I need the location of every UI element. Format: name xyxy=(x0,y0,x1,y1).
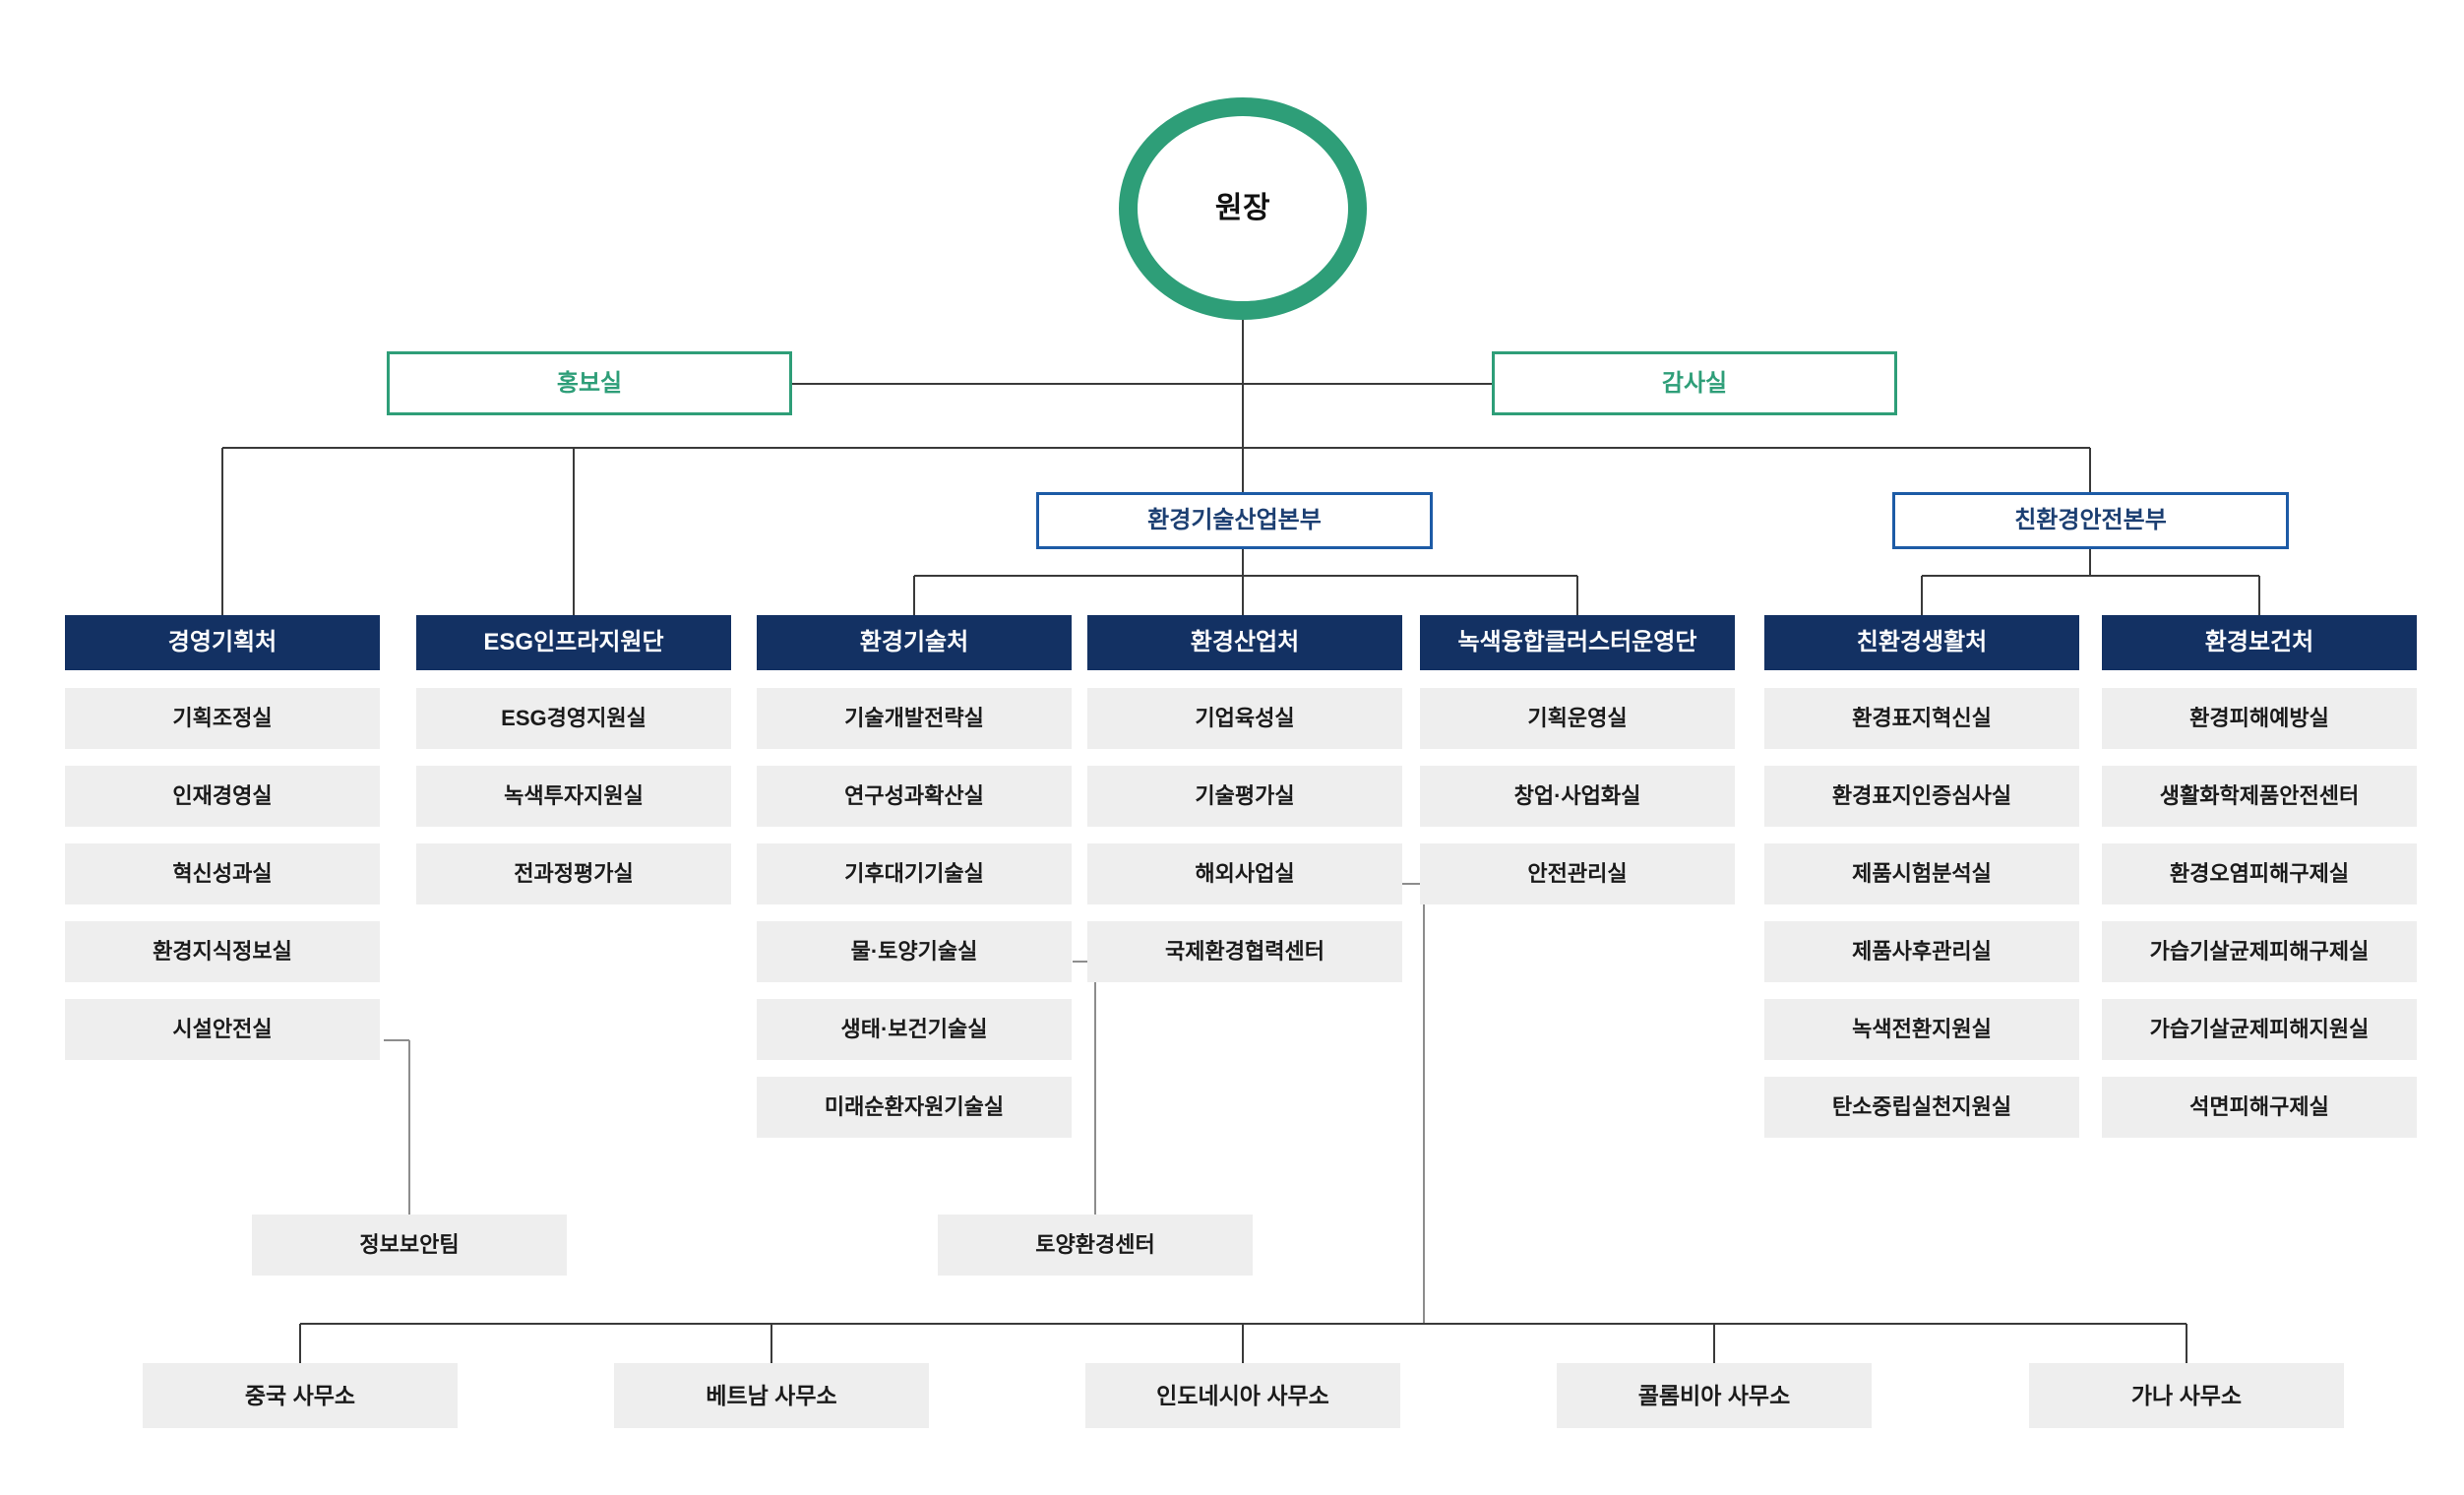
root-node-director[interactable]: 원장 xyxy=(1119,97,1367,320)
unit-item[interactable]: 연구성과확산실 xyxy=(757,766,1072,827)
unit-item[interactable]: 시설안전실 xyxy=(65,999,380,1060)
division-env-tech-industry[interactable]: 환경기술산업본부 xyxy=(1036,492,1433,549)
unit-item[interactable]: 제품사후관리실 xyxy=(1764,921,2079,982)
unit-item[interactable]: 생활화학제품안전센터 xyxy=(2102,766,2417,827)
unit-item[interactable]: 가습기살균제피해구제실 xyxy=(2102,921,2417,982)
unit-item[interactable]: 생태·보건기술실 xyxy=(757,999,1072,1060)
department-env-health[interactable]: 환경보건처 xyxy=(2102,615,2417,670)
unit-item[interactable]: 환경표지인증심사실 xyxy=(1764,766,2079,827)
unit-item[interactable]: 제품시험분석실 xyxy=(1764,843,2079,904)
department-env-technology[interactable]: 환경기술처 xyxy=(757,615,1072,670)
unit-item[interactable]: 안전관리실 xyxy=(1420,843,1735,904)
unit-item[interactable]: ESG경영지원실 xyxy=(416,688,731,749)
unit-item[interactable]: 환경오염피해구제실 xyxy=(2102,843,2417,904)
unit-item[interactable]: 가습기살균제피해지원실 xyxy=(2102,999,2417,1060)
unit-item[interactable]: 환경지식정보실 xyxy=(65,921,380,982)
department-esg-infra[interactable]: ESG인프라지원단 xyxy=(416,615,731,670)
overseas-office-ghana[interactable]: 가나 사무소 xyxy=(2029,1363,2344,1428)
unit-item[interactable]: 기술평가실 xyxy=(1087,766,1402,827)
overseas-office-china[interactable]: 중국 사무소 xyxy=(143,1363,458,1428)
unit-item[interactable]: 물·토양기술실 xyxy=(757,921,1072,982)
unit-item[interactable]: 기후대기기술실 xyxy=(757,843,1072,904)
unit-item[interactable]: 환경피해예방실 xyxy=(2102,688,2417,749)
unit-item[interactable]: 기술개발전략실 xyxy=(757,688,1072,749)
overseas-office-indonesia[interactable]: 인도네시아 사무소 xyxy=(1085,1363,1400,1428)
team-soil-environment-center[interactable]: 토양환경센터 xyxy=(938,1215,1253,1276)
unit-item[interactable]: 국제환경협력센터 xyxy=(1087,921,1402,982)
unit-item[interactable]: 기획운영실 xyxy=(1420,688,1735,749)
unit-item[interactable]: 녹색전환지원실 xyxy=(1764,999,2079,1060)
team-information-security[interactable]: 정보보안팀 xyxy=(252,1215,567,1276)
unit-item[interactable]: 인재경영실 xyxy=(65,766,380,827)
staff-office-audit[interactable]: 감사실 xyxy=(1492,351,1897,415)
overseas-office-vietnam[interactable]: 베트남 사무소 xyxy=(614,1363,929,1428)
unit-item[interactable]: 창업·사업화실 xyxy=(1420,766,1735,827)
unit-item[interactable]: 혁신성과실 xyxy=(65,843,380,904)
unit-item[interactable]: 해외사업실 xyxy=(1087,843,1402,904)
unit-item[interactable]: 석면피해구제실 xyxy=(2102,1077,2417,1138)
unit-item[interactable]: 탄소중립실천지원실 xyxy=(1764,1077,2079,1138)
department-management-planning[interactable]: 경영기획처 xyxy=(65,615,380,670)
unit-item[interactable]: 기업육성실 xyxy=(1087,688,1402,749)
department-eco-living[interactable]: 친환경생활처 xyxy=(1764,615,2079,670)
staff-office-pr[interactable]: 홍보실 xyxy=(387,351,792,415)
unit-item[interactable]: 녹색투자지원실 xyxy=(416,766,731,827)
unit-item[interactable]: 미래순환자원기술실 xyxy=(757,1077,1072,1138)
department-env-industry[interactable]: 환경산업처 xyxy=(1087,615,1402,670)
division-eco-safety[interactable]: 친환경안전본부 xyxy=(1892,492,2289,549)
unit-item[interactable]: 기획조정실 xyxy=(65,688,380,749)
unit-item[interactable]: 전과정평가실 xyxy=(416,843,731,904)
overseas-office-colombia[interactable]: 콜롬비아 사무소 xyxy=(1557,1363,1872,1428)
department-green-cluster[interactable]: 녹색융합클러스터운영단 xyxy=(1420,615,1735,670)
unit-item[interactable]: 환경표지혁신실 xyxy=(1764,688,2079,749)
